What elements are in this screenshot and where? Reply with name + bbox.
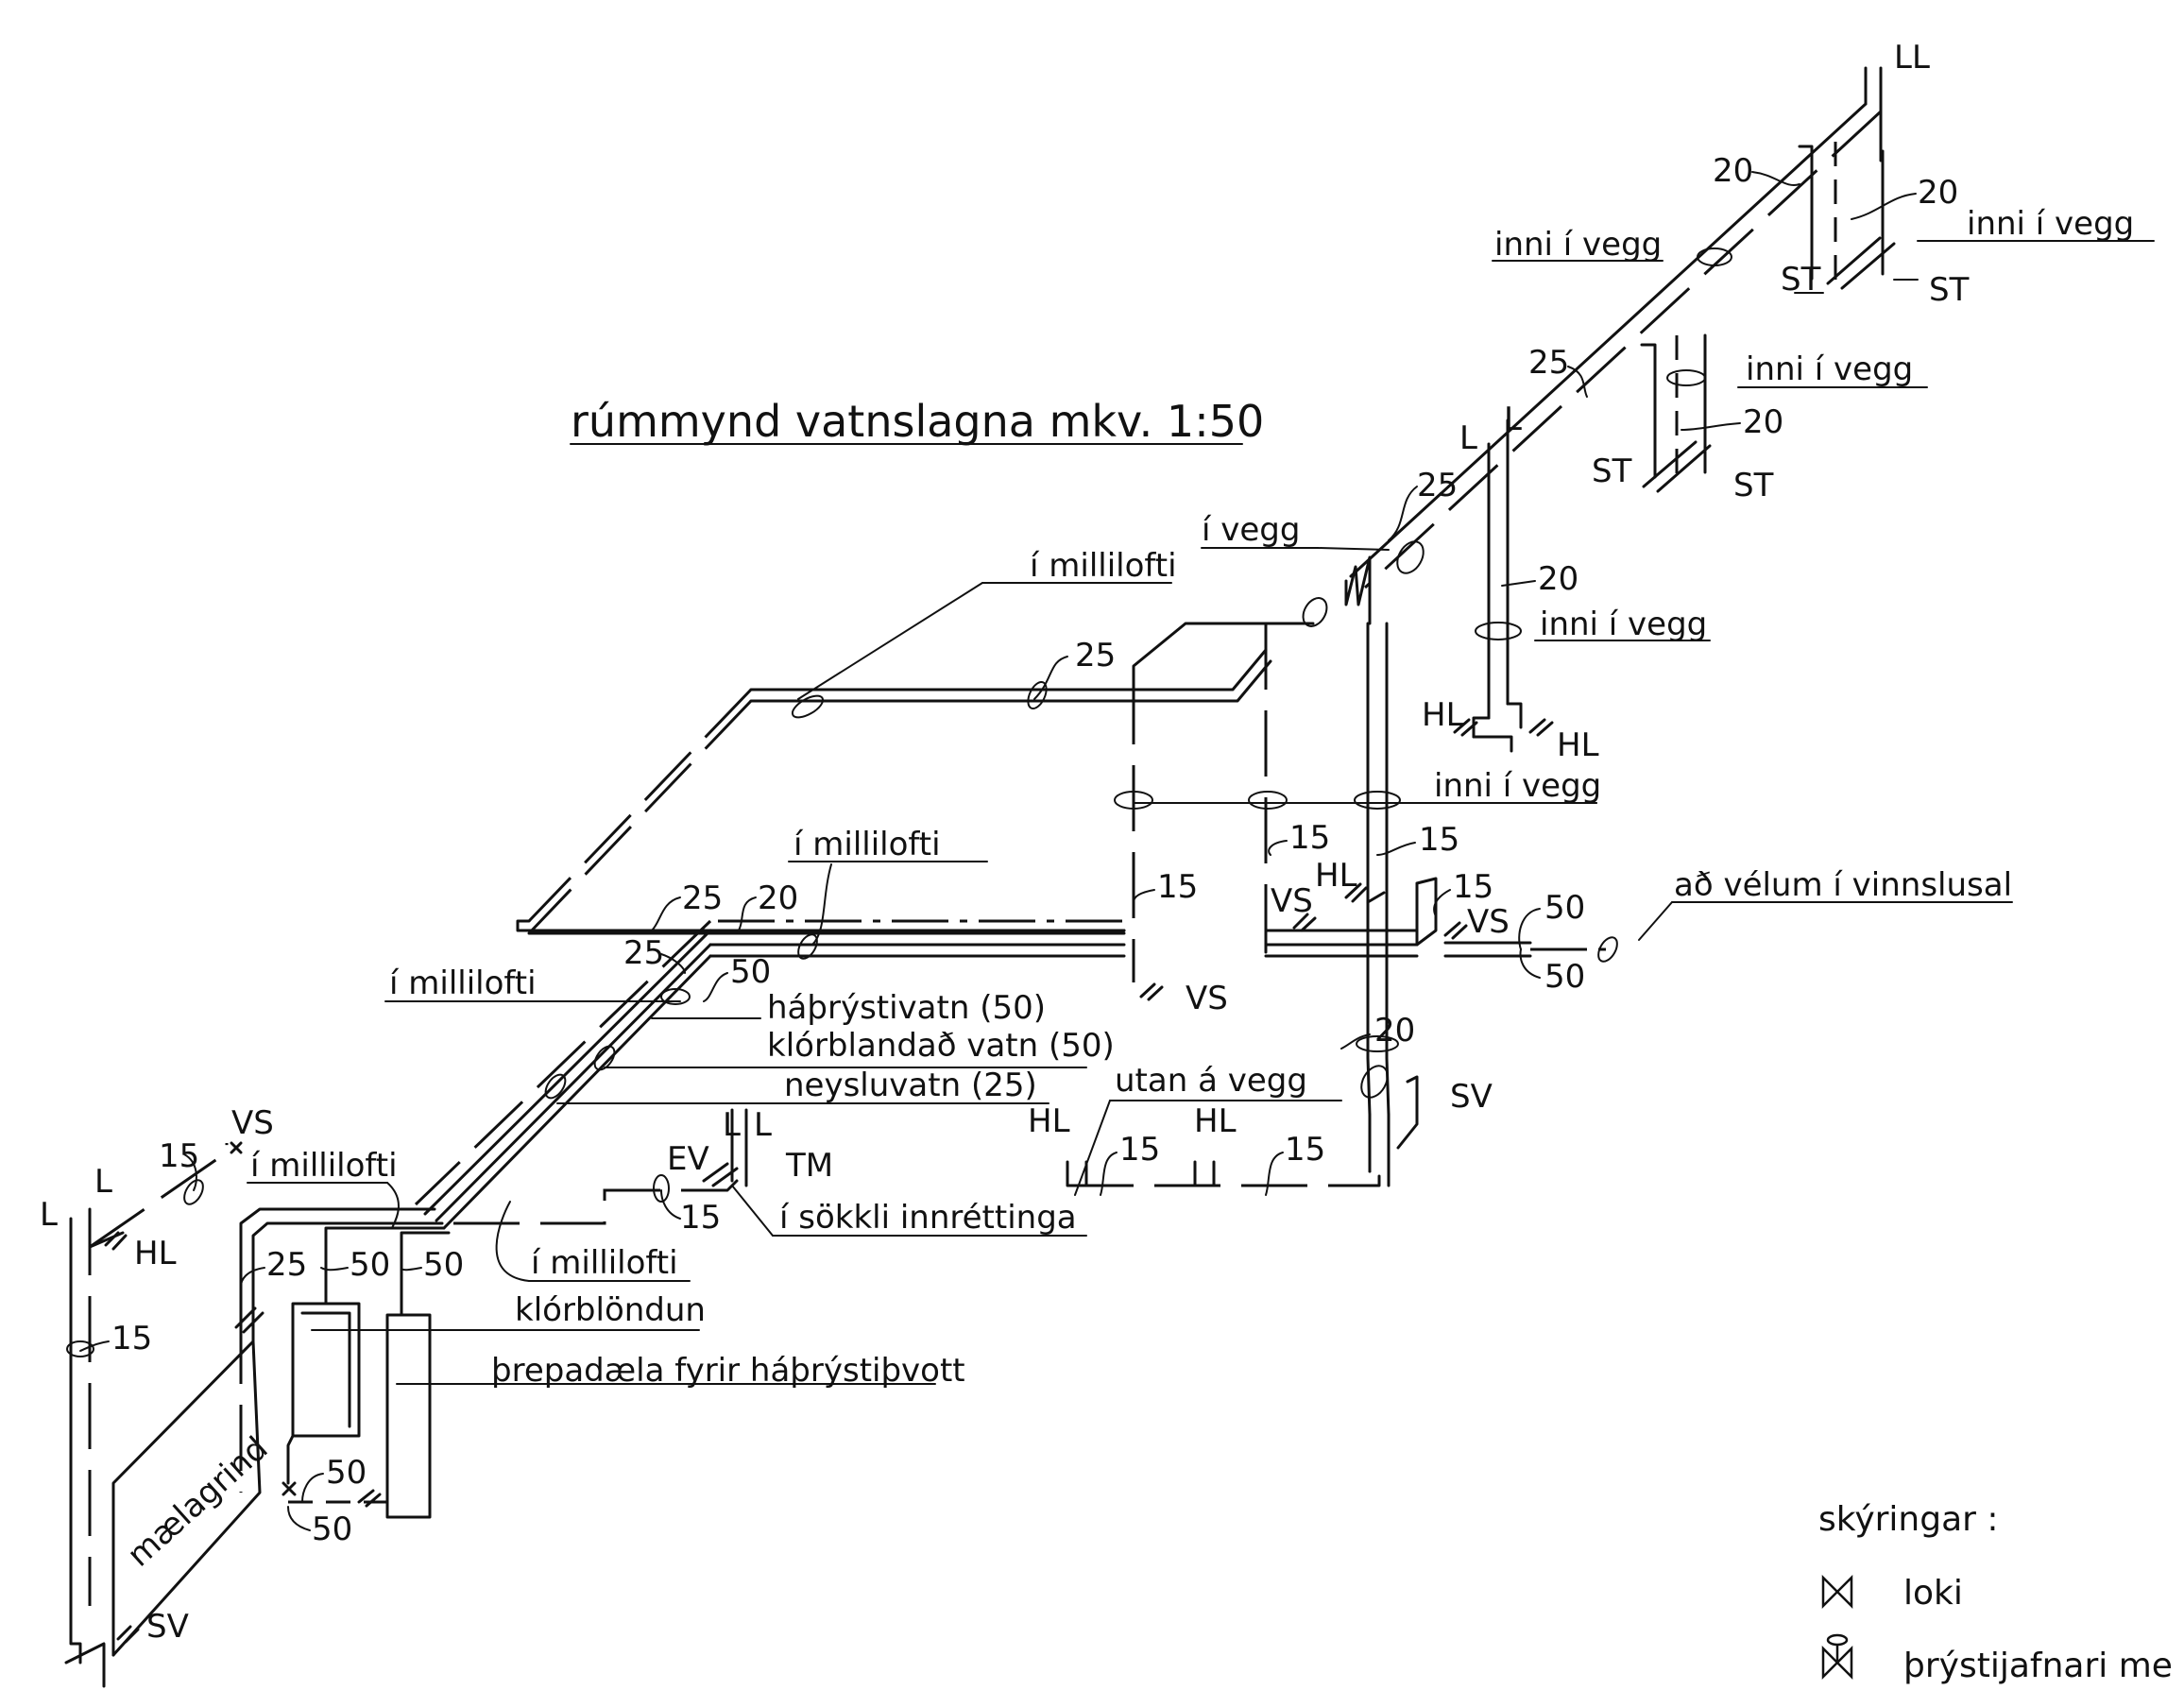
dim-50: 50 — [1544, 958, 1585, 996]
label-inni-i-vegg: inni í vegg — [1434, 767, 1601, 805]
legend-item-label: þrýstijafnari me — [1903, 1647, 2173, 1685]
dim-50: 50 — [350, 1246, 390, 1284]
label-hl: HL — [1194, 1102, 1237, 1140]
dim-20: 20 — [1743, 403, 1783, 441]
label-i-sokkli: í sökkli innréttinga — [779, 1199, 1077, 1237]
label-neysluvatn: neysluvatn (25) — [784, 1067, 1037, 1104]
dim-50: 50 — [326, 1454, 367, 1492]
label-i-millilofti: í millilofti — [250, 1147, 398, 1185]
dim-20: 20 — [1374, 1012, 1415, 1050]
label-i-millilofti: í millilofti — [1030, 547, 1177, 585]
label-ad-velum: að vélum í vinnslusal — [1674, 866, 2012, 904]
label-vs: VS — [1271, 882, 1313, 920]
dim-15: 15 — [1285, 1131, 1325, 1169]
dim-25: 25 — [682, 879, 723, 917]
label-vs: VS — [1186, 980, 1228, 1017]
dim-50: 50 — [312, 1511, 352, 1548]
pressure-reducer-icon — [1821, 1633, 1853, 1681]
dim-15: 15 — [1119, 1131, 1160, 1169]
label-utan-a-vegg: utan á vegg — [1115, 1062, 1307, 1100]
dim-20: 20 — [1713, 152, 1753, 190]
label-tm: TM — [785, 1147, 833, 1185]
diagonal-supply: 25 20 í millilofti 25 50 í millilofti há… — [384, 826, 1115, 1230]
dim-15: 15 — [680, 1199, 721, 1237]
dim-25: 25 — [1417, 467, 1458, 504]
sokkli-branch: EV L L TM 15 í sökkli innréttinga í mill… — [453, 1106, 1087, 1282]
label-klorblandad: klórblandað vatn (50) — [767, 1027, 1115, 1065]
label-vs: VS — [1467, 903, 1510, 941]
valve-icon — [1821, 1574, 1853, 1610]
label-i-millilofti: í millilofti — [389, 964, 537, 1002]
dim-15: 15 — [1419, 821, 1459, 859]
legend: skýringar : loki þrýstijafnari me — [1818, 1500, 2173, 1685]
label-st: ST — [1929, 271, 1970, 309]
legend-item-label: loki — [1903, 1574, 1963, 1613]
dim-50: 50 — [423, 1246, 464, 1284]
lower-distribution: HL HL 15 15 utan á vegg SV — [1028, 1062, 1493, 1196]
dim-15: 15 — [1157, 868, 1198, 906]
label-l: L — [1459, 419, 1477, 457]
label-i-millilofti: í millilofti — [531, 1244, 678, 1282]
dim-15: 15 — [159, 1137, 199, 1175]
dim-25: 25 — [623, 934, 664, 972]
label-st: ST — [1592, 452, 1632, 490]
label-inni-i-vegg: inni í vegg — [1494, 226, 1662, 264]
main-trunk: 50 50 að vélum í vinnslusal — [708, 866, 2013, 996]
label-l: L — [1504, 401, 1522, 438]
label-inni-i-vegg: inni í vegg — [1746, 350, 1913, 388]
left-equipment: í millilofti 25 50 50 klórblöndun þrepad… — [40, 1104, 965, 1688]
label-hl: HL — [1422, 696, 1464, 734]
label-vs: VS — [231, 1104, 274, 1142]
label-st: ST — [1733, 467, 1774, 504]
label-sv: SV — [146, 1608, 189, 1646]
dim-20: 20 — [758, 879, 798, 917]
label-hl: HL — [1028, 1102, 1070, 1140]
top-risers: ST ST 20 20 inni í vegg inni í vegg ST S… — [1349, 39, 2155, 589]
dim-25: 25 — [1528, 344, 1569, 382]
label-l: L — [94, 1163, 112, 1201]
label-inni-i-vegg: inni í vegg — [1540, 606, 1707, 643]
label-hl: HL — [1315, 857, 1357, 895]
label-inni-i-vegg: inni í vegg — [1967, 205, 2134, 243]
legend-heading: skýringar : — [1818, 1500, 1999, 1539]
dim-15: 15 — [111, 1320, 152, 1357]
vertical-drops: inni í vegg 15 15 15 15 VS HL VS VS 20 — [1114, 622, 1601, 1178]
dim-15: 15 — [1453, 868, 1493, 906]
label-ll: LL — [1894, 39, 1930, 77]
label-sv: SV — [1450, 1078, 1493, 1116]
dim-50: 50 — [1544, 889, 1585, 927]
dim-50: 50 — [730, 953, 771, 991]
upper-ceiling-loop: í millilofti 25 í vegg — [516, 511, 1390, 935]
label-l: L — [754, 1106, 772, 1144]
dim-25: 25 — [266, 1246, 307, 1284]
label-klorblondun: klórblöndun — [515, 1291, 706, 1329]
label-st: ST — [1781, 261, 1821, 299]
dim-25: 25 — [1075, 637, 1116, 674]
label-haprystivatn: háþrýstivatn (50) — [767, 989, 1046, 1027]
dim-20: 20 — [1538, 560, 1578, 598]
label-i-vegg: í vegg — [1202, 511, 1300, 549]
label-l: L — [40, 1196, 58, 1234]
label-hl: HL — [1557, 726, 1599, 764]
label-i-millilofti: í millilofti — [793, 826, 941, 863]
middle-riser: L L 25 20 inni í vegg HL HL — [1388, 401, 1711, 764]
label-ev: EV — [667, 1140, 709, 1178]
label-l: L — [723, 1106, 741, 1144]
dim-20: 20 — [1918, 174, 1958, 212]
dim-15: 15 — [1289, 819, 1330, 857]
label-hl: HL — [134, 1235, 177, 1272]
drawing-title: rúmmynd vatnslagna mkv. 1:50 — [571, 396, 1264, 447]
